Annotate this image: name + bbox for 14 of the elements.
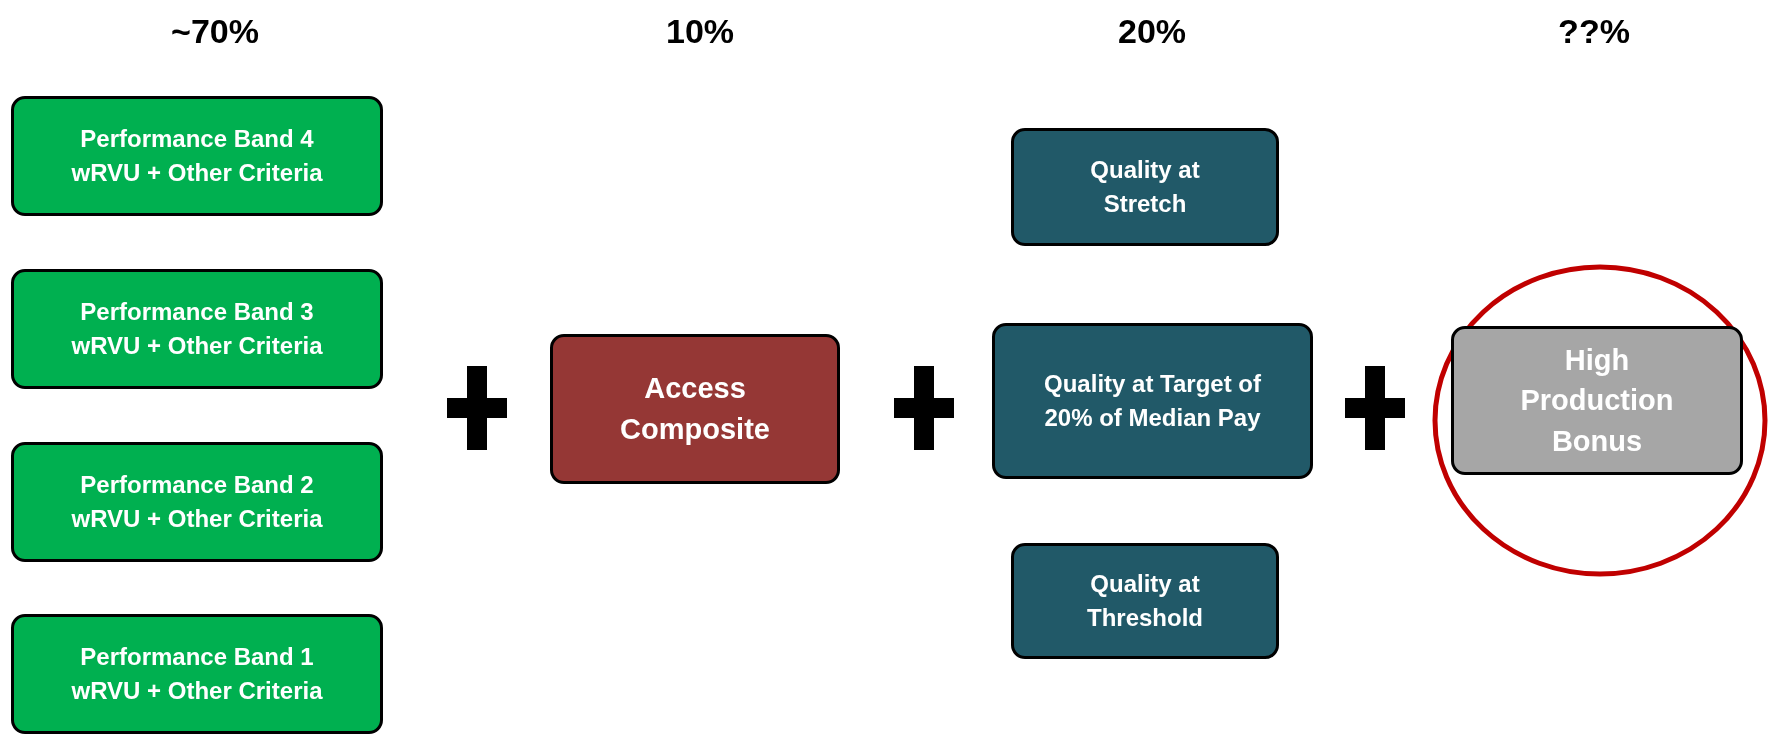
column-percentage: 20% [1117,12,1187,51]
text-box: High Production Bonus [1451,326,1743,475]
text-box: Performance Band 1 wRVU + Other Criteria [11,614,383,734]
text-box: Performance Band 2 wRVU + Other Criteria [11,442,383,562]
text-box: Quality at Stretch [1011,128,1279,246]
text-box: Performance Band 3 wRVU + Other Criteria [11,269,383,389]
text-box: Performance Band 4 wRVU + Other Criteria [11,96,383,216]
column-percentage: 10% [665,12,735,51]
text-box: Quality at Target of 20% of Median Pay [992,323,1313,479]
column-percentage: ~70% [171,12,259,51]
highlight-circle [1432,264,1768,577]
text-box: Quality at Threshold [1011,543,1279,659]
text-box: Access Composite [550,334,840,484]
column-percentage: ??% [1558,12,1630,51]
